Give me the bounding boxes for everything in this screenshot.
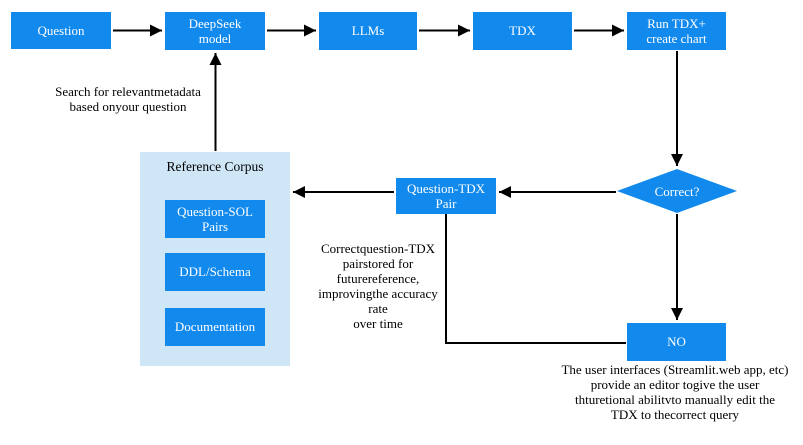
reference-corpus-container: Reference Corpus Question-SOL Pairs DDL/… <box>140 152 290 366</box>
node-no: NO <box>627 323 726 361</box>
node-ddl-schema: DDL/Schema <box>165 253 265 291</box>
node-run-tdx-create-chart: Run TDX+ create chart <box>627 12 726 50</box>
node-question-sol-pairs: Question-SOL Pairs <box>165 200 265 238</box>
correct-decision-diamond <box>617 169 737 213</box>
node-llms: LLMs <box>319 12 417 50</box>
node-question: Question <box>11 12 111 49</box>
note-search-metadata: Search for relevantmetadata based onyour… <box>55 84 201 114</box>
note-pair-stored: Correctquestion-TDX pairstored for futur… <box>318 241 438 331</box>
node-documentation: Documentation <box>165 308 265 346</box>
node-deepseek-model: DeepSeek model <box>165 12 265 50</box>
reference-corpus-title: Reference Corpus <box>166 159 264 174</box>
note-user-editor: The user interfaces (Streamlit.web app, … <box>561 362 789 422</box>
correct-decision-label: Correct? <box>654 184 700 199</box>
connector-no-to-question-tdx-pair <box>445 214 626 344</box>
node-tdx: TDX <box>473 12 572 50</box>
node-question-tdx-pair: Question-TDX Pair <box>396 178 496 214</box>
